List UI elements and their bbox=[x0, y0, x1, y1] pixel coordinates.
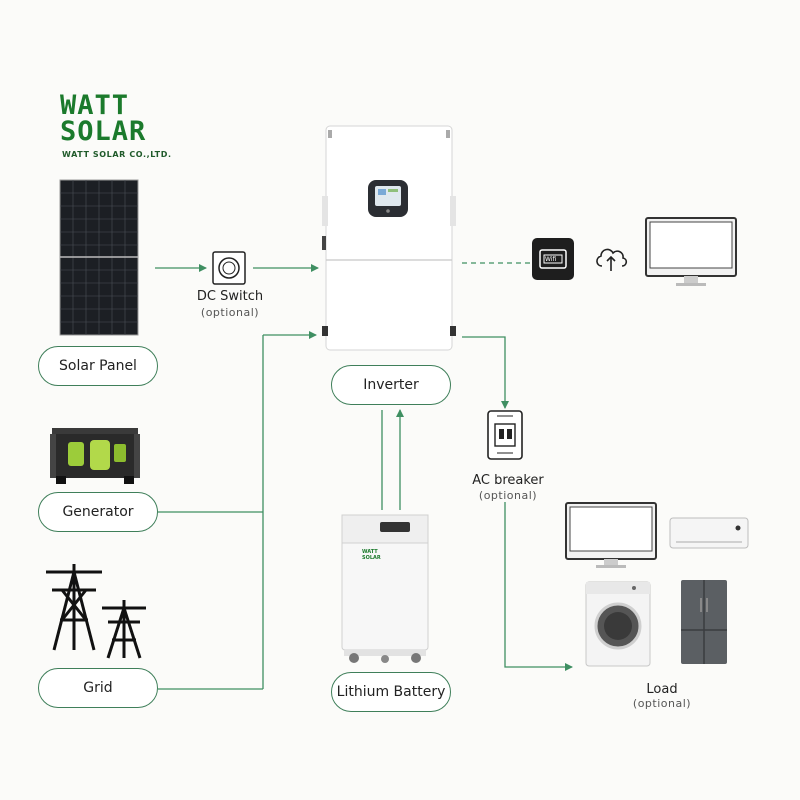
ac-breaker-label: AC breaker bbox=[472, 473, 544, 488]
dc-switch-icon bbox=[212, 251, 246, 285]
company-name: WATT SOLAR CO.,LTD. bbox=[62, 150, 172, 159]
lithium-battery-pill: Lithium Battery bbox=[331, 672, 451, 712]
logo-line1: WATT bbox=[60, 90, 130, 121]
wifi-module-text: Wifi bbox=[545, 256, 557, 263]
dc-switch-note: (optional) bbox=[200, 306, 260, 319]
grid-pill: Grid bbox=[38, 668, 158, 708]
generator-pill: Generator bbox=[38, 492, 158, 532]
washing-machine-icon bbox=[585, 581, 651, 667]
solar-panel-pill: Solar Panel bbox=[38, 346, 158, 386]
logo-line2: SOLAR bbox=[60, 116, 147, 147]
wifi-module-icon bbox=[532, 238, 574, 280]
air-conditioner-icon bbox=[669, 517, 749, 549]
dc-switch-label: DC Switch bbox=[196, 289, 264, 304]
refrigerator-icon bbox=[681, 580, 727, 664]
ac-breaker-note: (optional) bbox=[478, 489, 538, 502]
line-breaker-to-load bbox=[504, 502, 573, 671]
line-inverter-to-breaker bbox=[462, 336, 509, 409]
inverter-pill: Inverter bbox=[331, 365, 451, 405]
load-note: (optional) bbox=[632, 697, 692, 710]
generator-icon bbox=[50, 428, 140, 484]
cloud-upload-icon bbox=[596, 248, 628, 271]
battery-icon bbox=[341, 514, 429, 663]
ac-breaker-icon bbox=[487, 410, 523, 460]
monitor-icon bbox=[645, 217, 737, 286]
battery-badge: WATT SOLAR bbox=[362, 549, 381, 561]
load-label: Load bbox=[646, 682, 678, 697]
inverter-icon bbox=[322, 125, 456, 351]
load-monitor-icon bbox=[565, 502, 657, 568]
solar-panel-icon bbox=[59, 179, 139, 336]
grid-tower-icon bbox=[46, 564, 146, 659]
